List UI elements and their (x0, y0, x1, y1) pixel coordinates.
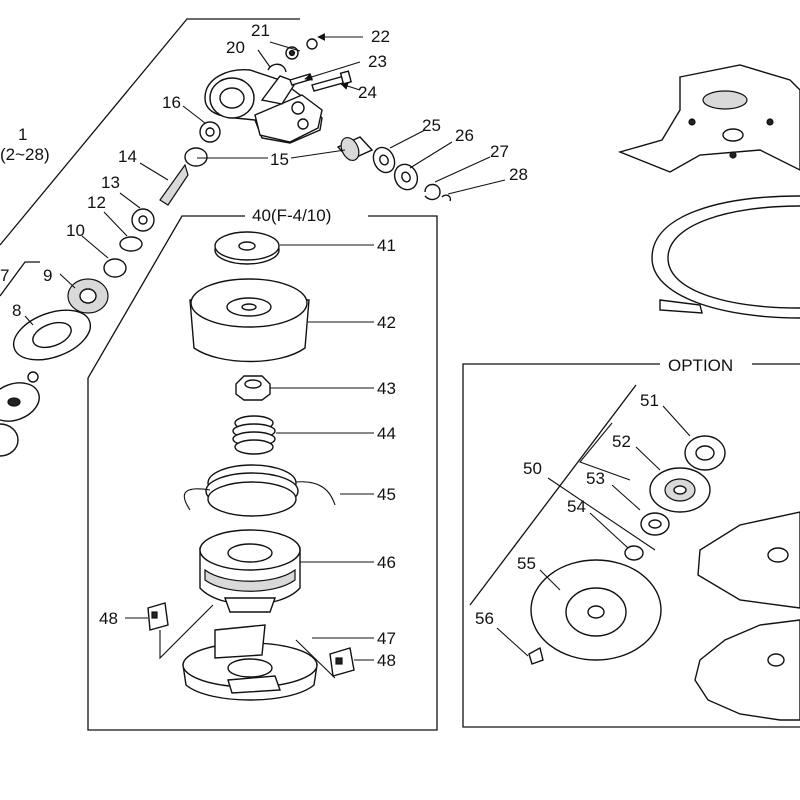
label-part-44: 44 (377, 424, 396, 443)
collar-54 (624, 545, 644, 561)
option-frame (462, 363, 800, 728)
label-part-7: 7 (0, 266, 9, 285)
label-part-50: 50 (523, 459, 542, 478)
label-part-23: 23 (368, 52, 387, 71)
label-part-55: 55 (517, 554, 536, 573)
holder-52 (649, 467, 711, 513)
head-kit-frame (87, 215, 438, 731)
bevel-gear-shaft (336, 136, 452, 202)
eyelets-48 (147, 602, 355, 679)
spool-46 (199, 529, 301, 613)
label-part-9: 9 (43, 266, 52, 285)
label-part-48-left: 48 (99, 609, 118, 628)
label-part-54: 54 (567, 497, 586, 516)
label-part-13: 13 (101, 173, 120, 192)
label-part-52: 52 (612, 432, 631, 451)
label-part-42: 42 (377, 313, 396, 332)
label-part-14: 14 (118, 147, 137, 166)
label-part-16: 16 (162, 93, 181, 112)
outer-housing-42 (189, 278, 310, 363)
label-part-12: 12 (87, 193, 106, 212)
label-part-8: 8 (12, 301, 21, 320)
lower-shaft-parts (0, 121, 221, 457)
label-option: OPTION (668, 356, 733, 375)
bearing-53 (640, 512, 670, 536)
label-part-10: 10 (66, 221, 85, 240)
label-part-43: 43 (377, 379, 396, 398)
gear-case (204, 69, 323, 144)
assembly-bracket (0, 18, 300, 297)
label-part-56: 56 (475, 609, 494, 628)
option-blades (694, 511, 800, 721)
spring-44 (232, 415, 276, 455)
label-part-26: 26 (455, 126, 474, 145)
bolt-56 (528, 646, 544, 665)
base-47 (182, 624, 318, 701)
part-labels: 21 22 20 23 24 16 1 (2~28) 25 26 27 14 1… (0, 21, 733, 670)
option-bracket (469, 384, 637, 606)
label-part-20: 20 (226, 38, 245, 57)
blade-guard-ring (651, 195, 800, 319)
washer-51 (684, 435, 726, 471)
label-assembly-range: (2~28) (0, 145, 50, 164)
label-part-48-right: 48 (377, 651, 396, 670)
label-part-51: 51 (640, 391, 659, 410)
label-part-24: 24 (358, 83, 377, 102)
disc-55 (530, 559, 662, 661)
label-head-kit: 40(F-4/10) (252, 206, 331, 225)
label-part-15: 15 (270, 150, 289, 169)
leader-lines (24, 33, 691, 661)
blade-top-right (617, 64, 800, 173)
label-part-25: 25 (422, 116, 441, 135)
label-part-45: 45 (377, 485, 396, 504)
label-part-assembly: 1 (18, 125, 27, 144)
label-part-21: 21 (251, 21, 270, 40)
label-part-27: 27 (490, 142, 509, 161)
label-part-46: 46 (377, 553, 396, 572)
spool-cap-41 (214, 231, 280, 265)
label-part-53: 53 (586, 469, 605, 488)
label-part-28: 28 (509, 165, 528, 184)
label-part-47: 47 (377, 629, 396, 648)
label-part-41: 41 (377, 236, 396, 255)
trimmer-line-45 (183, 464, 336, 517)
label-part-22: 22 (371, 27, 390, 46)
nut-43 (235, 375, 271, 401)
